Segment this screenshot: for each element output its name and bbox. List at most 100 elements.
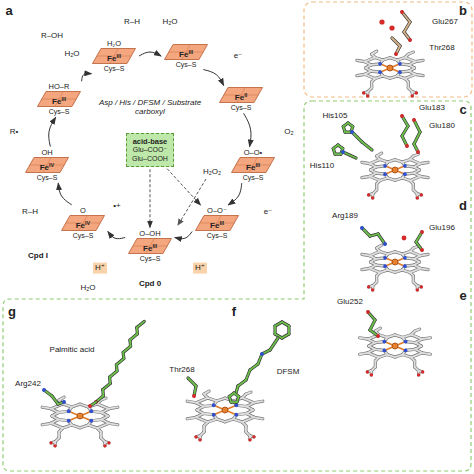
bond xyxy=(422,338,430,339)
bond xyxy=(408,52,413,54)
atom xyxy=(366,310,370,314)
bond xyxy=(122,352,124,358)
bond xyxy=(217,398,225,401)
bond xyxy=(387,335,395,337)
acid-base-box: acid-baseGlu–COO⁻Glu–COOH xyxy=(126,133,174,168)
bond xyxy=(42,407,51,409)
atom-group xyxy=(382,340,407,353)
bond xyxy=(422,338,430,339)
reagent-label: R–H xyxy=(123,18,141,27)
bond xyxy=(409,68,415,71)
bond xyxy=(196,398,207,403)
bond xyxy=(254,417,263,419)
atom xyxy=(89,419,93,423)
bond-fill xyxy=(187,391,263,440)
bond xyxy=(370,159,380,163)
iron-label: Fe xyxy=(246,163,255,172)
bond xyxy=(102,416,108,419)
heme-plane: FeIV xyxy=(25,157,69,173)
ligand-label: O–O• xyxy=(244,149,262,157)
atom xyxy=(67,409,71,413)
bond xyxy=(395,160,402,162)
atom-group xyxy=(360,226,364,230)
bond-outline xyxy=(362,153,428,198)
bond xyxy=(58,432,60,438)
atom xyxy=(350,130,354,134)
bond xyxy=(238,380,246,386)
bond xyxy=(343,152,356,158)
bond xyxy=(390,76,397,78)
atom xyxy=(234,403,238,407)
panel-letter: g xyxy=(7,305,17,319)
atom xyxy=(67,419,71,423)
ligand-label: Cys–S xyxy=(140,255,161,263)
bond xyxy=(275,322,282,326)
bond xyxy=(102,416,108,419)
residue-label: Arg242 xyxy=(14,380,42,389)
bond xyxy=(395,252,402,254)
atom-group xyxy=(416,150,420,154)
bond xyxy=(410,176,420,180)
water xyxy=(402,236,407,241)
bond xyxy=(413,154,418,156)
bond xyxy=(88,425,97,428)
bond xyxy=(371,259,377,262)
heme-rhombus-shape xyxy=(62,215,105,230)
iron-label: Fe xyxy=(143,244,152,253)
atom-group xyxy=(341,150,345,154)
residue-stick xyxy=(416,230,424,252)
residue-stick xyxy=(400,10,412,42)
bond xyxy=(369,343,375,346)
bond xyxy=(380,178,388,181)
atom-group xyxy=(383,256,407,268)
bond-fill xyxy=(362,245,428,290)
bond xyxy=(51,423,62,428)
bond xyxy=(388,160,395,162)
bond xyxy=(362,162,370,163)
bond-fill xyxy=(360,328,431,375)
bond xyxy=(362,268,370,269)
bond-outline xyxy=(275,322,289,338)
heme-state: H₂OFeIIICys–S xyxy=(91,40,137,73)
bond xyxy=(52,416,58,419)
bond xyxy=(395,270,402,272)
bond xyxy=(420,254,428,255)
residue-label: Glu180 xyxy=(428,122,456,131)
iron-bonds xyxy=(384,342,405,351)
ligand-label: Cys–S xyxy=(37,174,58,182)
atom xyxy=(405,144,409,148)
bond xyxy=(80,425,88,428)
bond xyxy=(97,404,108,409)
bond xyxy=(97,423,108,428)
bond xyxy=(362,142,372,150)
bond xyxy=(52,396,58,404)
atom-group xyxy=(367,285,423,291)
atom xyxy=(367,285,370,288)
bond xyxy=(414,120,420,132)
bond-fill xyxy=(42,397,118,446)
bond xyxy=(370,268,380,272)
bond-outline xyxy=(360,328,431,375)
panel-letter: c xyxy=(458,103,467,117)
atom xyxy=(382,349,386,353)
bond-fill xyxy=(236,338,278,393)
bond xyxy=(137,321,144,327)
bond xyxy=(411,335,422,340)
bond xyxy=(116,359,123,365)
ligand-label: Cys–S xyxy=(176,61,197,69)
cycle-arrow xyxy=(49,117,56,146)
atom xyxy=(404,349,408,353)
atom xyxy=(360,226,364,230)
bond xyxy=(246,392,251,394)
cycle-arrow xyxy=(82,74,92,82)
bond xyxy=(217,398,225,401)
bond xyxy=(383,76,390,78)
atom xyxy=(403,172,407,176)
bond xyxy=(402,12,410,22)
atom xyxy=(341,150,345,154)
cycle-arrow xyxy=(139,52,161,56)
atom xyxy=(416,196,419,199)
residue-label: His110 xyxy=(309,162,335,171)
atom xyxy=(260,352,264,356)
bond xyxy=(136,328,138,334)
